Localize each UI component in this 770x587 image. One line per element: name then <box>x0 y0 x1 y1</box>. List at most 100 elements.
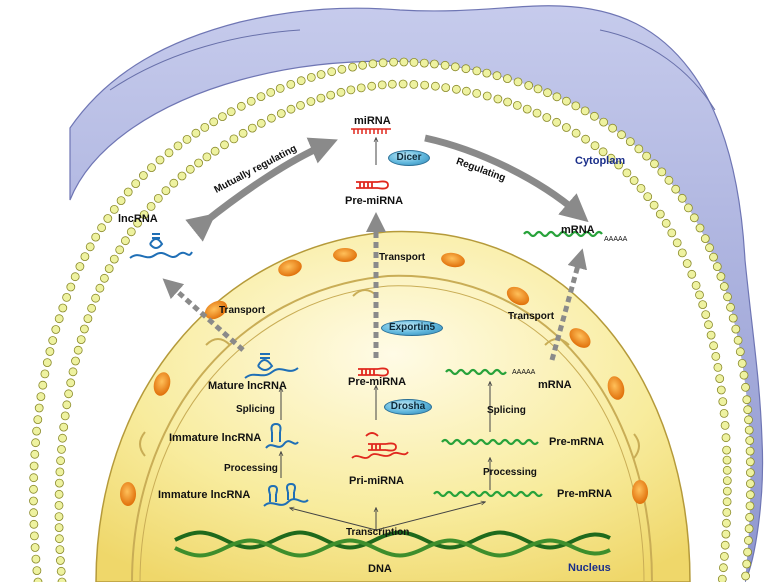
membrane-bead <box>687 269 697 279</box>
membrane-bead <box>55 545 65 554</box>
membrane-bead <box>87 303 96 313</box>
membrane-bead <box>266 88 276 97</box>
membrane-bead <box>326 90 336 100</box>
membrane-bead <box>256 118 266 128</box>
mature-lncrna-label: Mature lncRNA <box>208 380 287 392</box>
transport-left-label: Transport <box>219 305 266 316</box>
membrane-bead <box>722 465 732 475</box>
cytoplasm-label: Cytoplam <box>575 155 626 167</box>
membrane-bead <box>701 310 711 320</box>
membrane-bead <box>220 140 229 150</box>
membrane-bead <box>161 186 171 196</box>
membrane-bead <box>461 86 471 96</box>
membrane-bead <box>441 83 451 92</box>
membrane-bead <box>522 104 532 114</box>
membrane-bead <box>236 101 246 111</box>
membrane-bead <box>48 336 58 345</box>
membrane-bead <box>716 385 726 395</box>
mature-lncrna-glyph <box>244 353 299 379</box>
membrane-bead <box>210 146 220 156</box>
membrane-bead <box>590 141 600 151</box>
membrane-bead <box>316 93 326 103</box>
membrane-bead <box>80 252 90 262</box>
membrane-bead <box>58 433 67 443</box>
membrane-bead <box>744 524 754 534</box>
membrane-bead <box>42 358 52 368</box>
membrane-bead <box>29 461 39 471</box>
membrane-bead <box>306 97 316 106</box>
membrane-bead <box>256 92 266 101</box>
membrane-bead <box>153 193 163 203</box>
membrane-bead <box>745 501 755 511</box>
membrane-bead <box>649 200 659 210</box>
membrane-bead <box>336 87 346 97</box>
membrane-bead <box>716 272 726 281</box>
membrane-bead <box>121 236 130 246</box>
membrane-bead <box>286 104 296 114</box>
membrane-bead <box>552 92 562 102</box>
membrane-bead <box>266 113 276 123</box>
membrane-bead <box>45 347 55 356</box>
membrane-bead <box>76 335 86 345</box>
membrane-bead <box>31 554 41 564</box>
membrane-bead <box>532 108 542 118</box>
polya-nucleus-label: AAAAA <box>512 369 536 376</box>
membrane-bead <box>746 468 755 478</box>
mrna-nucleus-label: mRNA <box>538 379 572 391</box>
pre-mrna-label-1: Pre-mRNA <box>549 436 605 448</box>
membrane-bead <box>29 496 38 506</box>
pre-mrna-glyph-1 <box>441 438 539 446</box>
immature-lncrna-glyph-2 <box>263 483 309 507</box>
nucleus-label: Nucleus <box>568 562 611 574</box>
membrane-bead <box>85 242 95 252</box>
membrane-bead <box>29 508 38 518</box>
membrane-bead <box>728 313 738 323</box>
mirna-cytoplasm-glyph <box>351 128 391 134</box>
membrane-bead <box>731 324 741 334</box>
membrane-bead <box>571 101 581 111</box>
membrane-bead <box>126 227 136 237</box>
pre-mrna-glyph-2 <box>433 490 543 498</box>
membrane-bead <box>695 223 705 233</box>
membrane-bead <box>164 148 174 158</box>
immature-lncrna-label-2: Immature lncRNA <box>158 489 251 501</box>
membrane-bead <box>722 476 732 486</box>
membrane-bead <box>745 457 755 467</box>
membrane-bead <box>739 370 749 380</box>
membrane-bead <box>138 171 148 180</box>
membrane-bead <box>276 109 286 118</box>
membrane-bead <box>30 531 39 541</box>
membrane-bead <box>115 245 125 255</box>
membrane-bead <box>217 112 227 121</box>
membrane-bead <box>709 252 718 262</box>
membrane-bead <box>745 436 755 445</box>
membrane-bead <box>191 128 201 138</box>
membrane-bead <box>377 80 387 90</box>
polya-cytoplasm-label: AAAAA <box>604 236 628 243</box>
membrane-bead <box>71 356 80 366</box>
membrane-bead <box>155 155 165 165</box>
membrane-bead <box>146 201 156 211</box>
membrane-bead <box>629 176 639 185</box>
regulating-arrow <box>424 134 589 223</box>
membrane-bead <box>672 238 682 248</box>
splicing-left-label: Splicing <box>236 404 275 415</box>
membrane-bead <box>173 141 183 151</box>
membrane-bead <box>30 449 40 459</box>
membrane-bead <box>51 325 61 334</box>
membrane-bead <box>286 80 296 89</box>
membrane-bead <box>742 395 752 405</box>
processing-right-label: Processing <box>483 467 537 478</box>
membrane-bead <box>226 107 236 117</box>
pri-mirna-label: Pri-miRNA <box>349 475 405 487</box>
membrane-bead <box>56 456 65 466</box>
membrane-bead <box>420 80 430 90</box>
membrane-bead <box>552 117 561 127</box>
membrane-bead <box>744 415 753 425</box>
membrane-bead <box>634 144 644 154</box>
membrane-bead <box>513 77 523 87</box>
membrane-bead <box>62 292 71 302</box>
membrane-bead <box>177 171 187 181</box>
membrane-bead <box>429 59 439 69</box>
membrane-bead <box>275 84 285 93</box>
